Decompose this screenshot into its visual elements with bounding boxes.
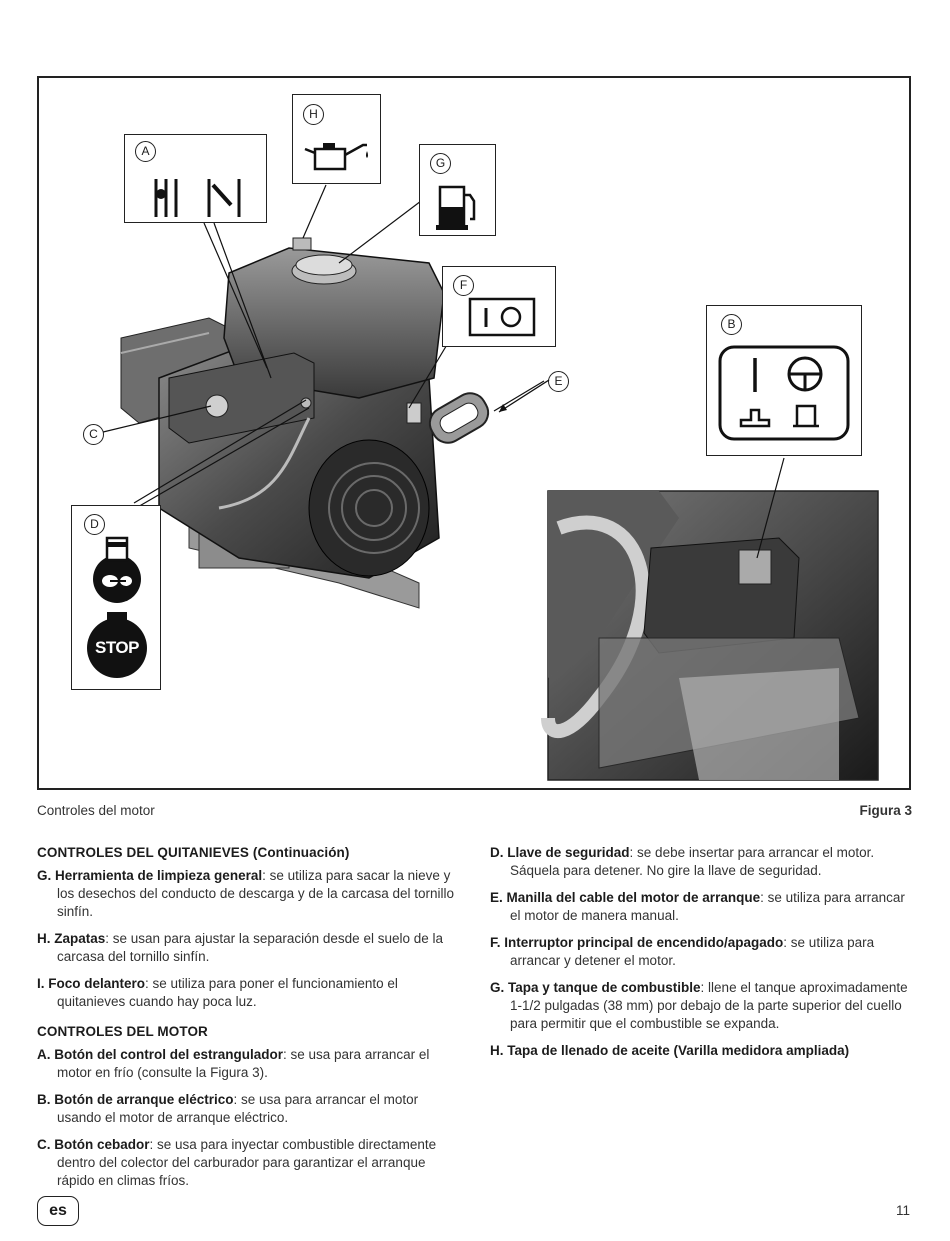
entry-term: G. Tapa y tanque de combustible <box>490 980 701 995</box>
on-off-switch-icon <box>468 297 536 337</box>
entry-desc: : se usan para ajustar la separación des… <box>57 931 443 964</box>
engine-drawing <box>120 237 490 609</box>
inset-detail-drawing <box>541 490 879 781</box>
right-column: D. Llave de seguridad: se debe insertar … <box>490 844 915 1069</box>
callout-letter-d: D <box>84 514 105 535</box>
entry-term: D. Llave de seguridad <box>490 845 630 860</box>
entry-desc: : se utiliza para poner el funcionamient… <box>57 976 398 1009</box>
section-heading-engine-controls: CONTROLES DEL MOTOR <box>37 1024 208 1039</box>
figure-number: Figura 3 <box>859 803 912 818</box>
list-item: F. Interruptor principal de encendido/ap… <box>490 934 915 970</box>
callout-d-safety-key: D STOP <box>71 505 161 690</box>
section-heading-snowthrower-controls: CONTROLES DEL QUITANIEVES (Continuación) <box>37 845 350 860</box>
entry-term: G. Herramienta de limpieza general <box>37 868 263 883</box>
pointer-lines <box>98 184 785 559</box>
entry-desc: : se utiliza para arrancar y detener el … <box>510 935 875 968</box>
callout-letter-a: A <box>135 141 156 162</box>
stop-label: STOP <box>95 638 139 657</box>
electric-start-icon <box>718 345 850 441</box>
callout-letter-e: E <box>548 371 569 392</box>
list-item: E. Manilla del cable del motor de arranq… <box>490 889 915 925</box>
engine-controls-figure: A H G F <box>37 76 911 790</box>
left-column: CONTROLES DEL QUITANIEVES (Continuación)… <box>37 844 462 1199</box>
entry-desc: : se usa para inyectar combustible direc… <box>57 1137 437 1188</box>
entry-term: B. Botón de arranque eléctrico <box>37 1092 234 1107</box>
entry-desc: : se utiliza para sacar la nieve y los d… <box>57 868 454 919</box>
list-item: A. Botón del control del estrangulador: … <box>37 1046 462 1082</box>
choke-icon <box>154 179 241 217</box>
language-badge: es <box>37 1196 79 1226</box>
safety-key-icon <box>93 536 141 603</box>
page-number: 11 <box>895 1203 910 1218</box>
callout-letter-c: C <box>83 424 104 445</box>
entry-term: E. Manilla del cable del motor de arranq… <box>490 890 761 905</box>
callout-letter-f: F <box>453 275 474 296</box>
entry-term: A. Botón del control del estrangulador <box>37 1047 284 1062</box>
entry-desc: : se utiliza para arrancar el motor de m… <box>510 890 905 923</box>
list-item: G. Tapa y tanque de combustible: llene e… <box>490 979 915 1033</box>
entry-desc: : se debe insertar para arrancar el moto… <box>510 845 875 878</box>
list-item: H. Tapa de llenado de aceite (Varilla me… <box>490 1042 915 1060</box>
entry-term: I. Foco delantero <box>37 976 146 991</box>
entry-desc: : llene el tanque aproximadamente 1-1/2 … <box>510 980 908 1031</box>
list-item: G. Herramienta de limpieza general: se u… <box>37 867 462 921</box>
callout-f-onoff: F <box>442 266 556 347</box>
e-arrow-icon <box>498 379 550 413</box>
engine-illustration <box>98 184 879 781</box>
list-item: H. Zapatas: se usan para ajustar la sepa… <box>37 930 462 966</box>
list-item: D. Llave de seguridad: se debe insertar … <box>490 844 915 880</box>
list-item: B. Botón de arranque eléctrico: se usa p… <box>37 1091 462 1127</box>
callout-letter-h: H <box>303 104 324 125</box>
entry-term: H. Tapa de llenado de aceite (Varilla me… <box>490 1043 850 1058</box>
entry-desc: : se usa para arrancar el motor usando e… <box>57 1092 419 1125</box>
figure-caption: Controles del motor <box>37 803 155 818</box>
callout-letter-b: B <box>721 314 742 335</box>
callout-a-choke: A <box>124 134 267 223</box>
entry-desc: : se usa para arrancar el motor en frío … <box>57 1047 430 1080</box>
fuel-pump-icon <box>436 185 476 230</box>
oil-can-icon <box>304 143 368 171</box>
list-item: I. Foco delantero: se utiliza para poner… <box>37 975 462 1011</box>
callout-g-fuel: G <box>419 144 496 236</box>
callout-h-oil: H <box>292 94 381 184</box>
callout-b-electric-start: B <box>706 305 862 456</box>
list-item: C. Botón cebador: se usa para inyectar c… <box>37 1136 462 1190</box>
entry-term: F. Interruptor principal de encendido/ap… <box>490 935 784 950</box>
entry-term: H. Zapatas <box>37 931 106 946</box>
stop-icon <box>87 612 147 678</box>
callout-letter-g: G <box>430 153 451 174</box>
entry-term: C. Botón cebador <box>37 1137 150 1152</box>
